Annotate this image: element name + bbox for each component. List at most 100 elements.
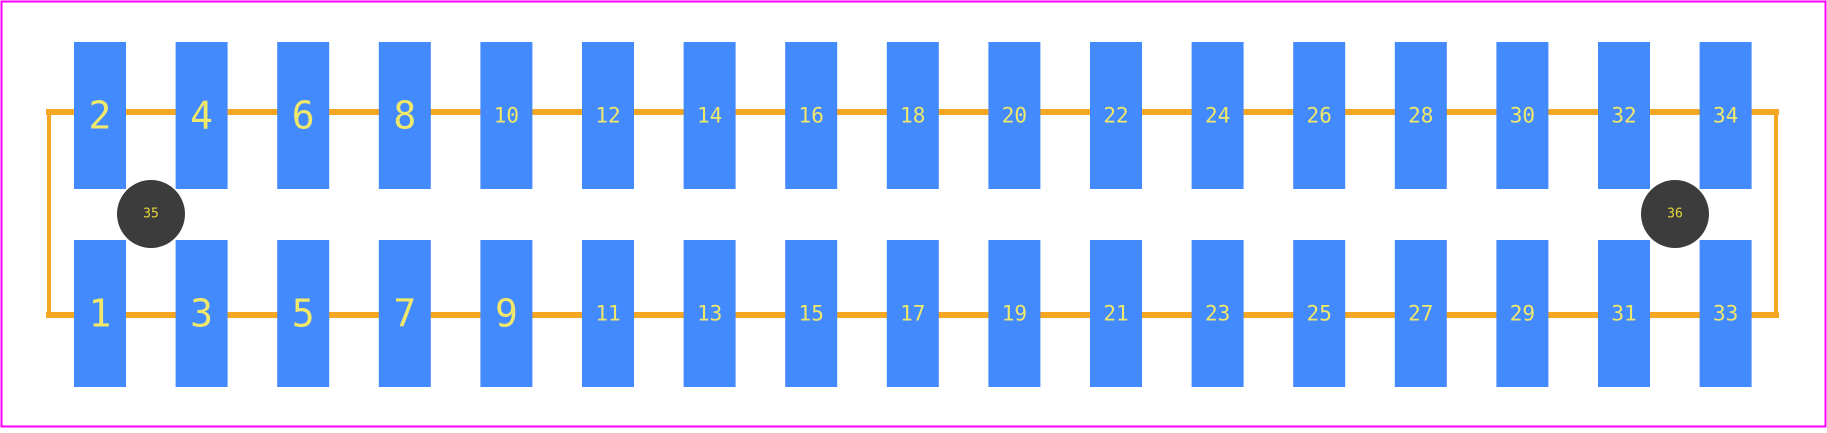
pad-shape <box>785 42 838 189</box>
pad-shape <box>582 240 634 387</box>
mount-hole-label: 36 <box>1667 207 1683 222</box>
pad-number-label: 6 <box>292 94 315 138</box>
bottom-row-pad: 9 <box>480 240 533 387</box>
pad-number-label: 9 <box>495 292 518 336</box>
pad-shape <box>1496 240 1549 387</box>
pad-number-label: 21 <box>1103 302 1128 326</box>
pad-number-label: 25 <box>1307 302 1332 326</box>
top-row-pad: 34 <box>1699 42 1752 189</box>
pad-shape <box>988 240 1041 387</box>
pad-shape <box>1293 240 1346 387</box>
top-row-pad: 4 <box>175 42 228 189</box>
pad-number-label: 22 <box>1103 104 1128 128</box>
mount-hole: 36 <box>1641 180 1709 248</box>
bottom-row-pad: 1 <box>74 240 126 387</box>
bottom-row-pad: 17 <box>886 240 939 387</box>
pad-shape <box>1598 42 1650 189</box>
pad-shape <box>175 240 228 387</box>
bottom-row-pad: 23 <box>1191 240 1244 387</box>
pad-shape <box>378 240 431 387</box>
pad-number-label: 2 <box>89 94 112 138</box>
pad-number-label: 23 <box>1205 302 1230 326</box>
bottom-row-pad: 29 <box>1496 240 1549 387</box>
top-row-pad: 12 <box>582 42 634 189</box>
top-row-pad: 32 <box>1598 42 1650 189</box>
pad-shape <box>378 42 431 189</box>
pad-number-label: 19 <box>1002 302 1027 326</box>
pad-shape <box>1394 240 1447 387</box>
top-row-pad: 20 <box>988 42 1041 189</box>
pad-shape <box>1191 240 1244 387</box>
pad-number-label: 30 <box>1510 104 1535 128</box>
pad-shape <box>683 240 736 387</box>
pad-shape <box>683 42 736 189</box>
pad-shape <box>1699 240 1752 387</box>
pad-number-label: 8 <box>393 94 416 138</box>
pad-number-label: 34 <box>1713 104 1738 128</box>
mount-hole: 35 <box>117 180 185 248</box>
pad-number-label: 17 <box>900 302 925 326</box>
pad-number-label: 15 <box>799 302 824 326</box>
pad-number-label: 27 <box>1408 302 1433 326</box>
top-row-pad: 10 <box>480 42 533 189</box>
top-row-pad: 16 <box>785 42 838 189</box>
pad-shape <box>480 42 533 189</box>
pad-shape <box>1598 240 1650 387</box>
pad-number-label: 7 <box>393 292 416 336</box>
pad-number-label: 24 <box>1205 104 1230 128</box>
pad-shape <box>1293 42 1346 189</box>
mount-hole-group: 35 36 <box>117 180 1709 248</box>
pad-number-label: 29 <box>1510 302 1535 326</box>
top-row-pad: 6 <box>277 42 330 189</box>
bottom-row-pad: 3 <box>175 240 228 387</box>
pad-shape <box>582 42 634 189</box>
mount-hole-shape <box>117 180 185 248</box>
pad-shape <box>277 240 330 387</box>
pad-shape <box>785 240 838 387</box>
bottom-row-pad: 15 <box>785 240 838 387</box>
pad-number-label: 33 <box>1713 302 1738 326</box>
top-row-pad: 8 <box>378 42 431 189</box>
top-row-pad: 2 <box>74 42 126 189</box>
pad-shape <box>1191 42 1244 189</box>
pad-number-label: 13 <box>697 302 722 326</box>
mount-hole-label: 35 <box>143 207 159 222</box>
pad-number-label: 32 <box>1611 104 1636 128</box>
pad-shape <box>175 42 228 189</box>
top-row-pad: 18 <box>886 42 939 189</box>
pad-number-label: 28 <box>1408 104 1433 128</box>
pad-number-label: 31 <box>1611 302 1636 326</box>
pad-shape <box>1090 42 1142 189</box>
bottom-row-pad: 33 <box>1699 240 1752 387</box>
bottom-row-pad: 13 <box>683 240 736 387</box>
top-row-pad: 14 <box>683 42 736 189</box>
bottom-row-pad: 7 <box>378 240 431 387</box>
pad-shape <box>988 42 1041 189</box>
pad-number-label: 12 <box>595 104 620 128</box>
pad-number-label: 1 <box>89 292 112 336</box>
pad-number-label: 10 <box>494 104 519 128</box>
pad-shape <box>480 240 533 387</box>
pad-shape <box>1394 42 1447 189</box>
pad-shape <box>886 240 939 387</box>
pad-number-label: 5 <box>292 292 315 336</box>
bottom-row-pad: 27 <box>1394 240 1447 387</box>
pad-shape <box>1699 42 1752 189</box>
pad-number-label: 18 <box>900 104 925 128</box>
pad-number-label: 16 <box>799 104 824 128</box>
pad-shape <box>886 42 939 189</box>
pad-number-label: 26 <box>1307 104 1332 128</box>
top-row-pad: 24 <box>1191 42 1244 189</box>
top-row-pad: 30 <box>1496 42 1549 189</box>
bottom-row-pad: 21 <box>1090 240 1142 387</box>
bottom-row-pad: 19 <box>988 240 1041 387</box>
bottom-row-pad: 31 <box>1598 240 1650 387</box>
top-row-pad: 28 <box>1394 42 1447 189</box>
pad-shape <box>74 42 126 189</box>
pad-shape <box>277 42 330 189</box>
pad-number-label: 3 <box>190 292 213 336</box>
